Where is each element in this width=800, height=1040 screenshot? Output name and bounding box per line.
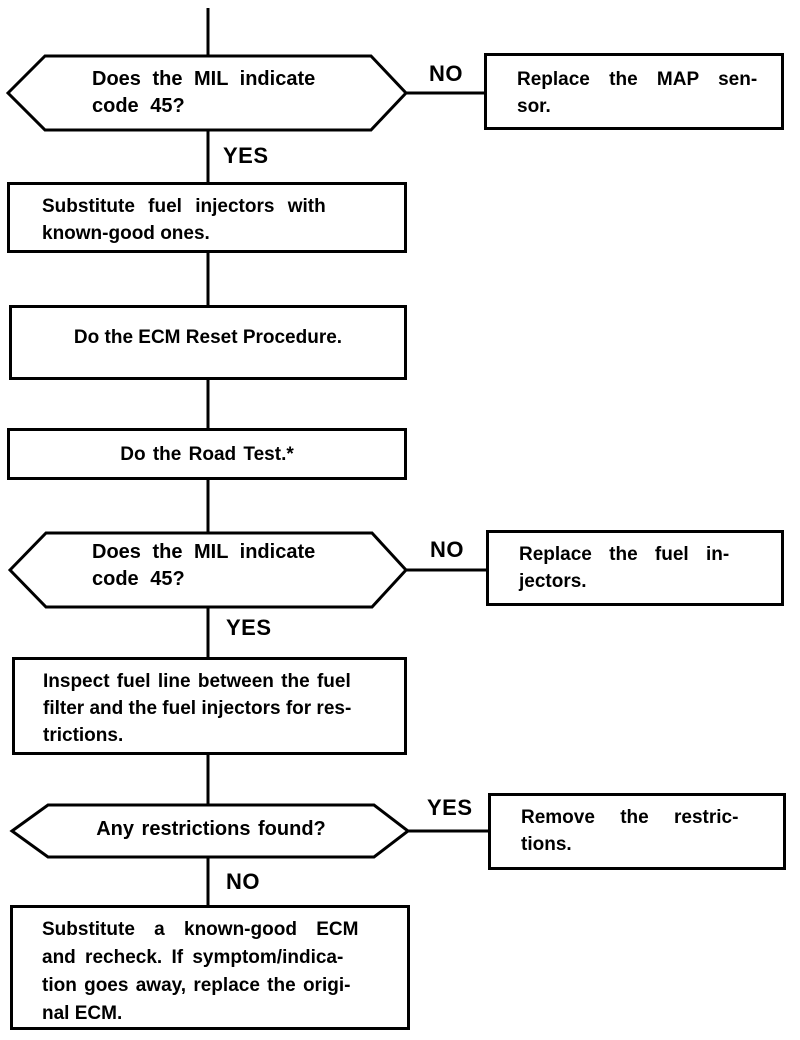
- text-line: tion goes away, replace the origi-: [42, 975, 351, 996]
- text-line: tions.: [521, 834, 572, 855]
- decision-1-hexagon: [5, 54, 409, 132]
- text-line: sor.: [517, 96, 551, 117]
- process-box-substitute-ecm: Substitute a known-good ECM and recheck.…: [10, 905, 410, 1030]
- text-line: known-good ones.: [42, 223, 210, 244]
- text-line: Replace the MAP sen-: [517, 69, 758, 90]
- text-line: code 45?: [92, 568, 185, 590]
- text-line: jectors.: [519, 571, 587, 592]
- text-line: Substitute fuel injectors with: [42, 196, 326, 217]
- text-line: Substitute a known-good ECM: [42, 919, 359, 940]
- decision-3-question: Any restrictions found?: [48, 816, 374, 843]
- text-line: Inspect fuel line between the fuel: [43, 671, 351, 692]
- action-box-replace-map-sensor: Replace the MAP sen- sor.: [484, 53, 784, 130]
- text-line: Do the Road Test.*: [120, 444, 294, 465]
- text-line: nal ECM.: [42, 1003, 123, 1024]
- decision-1-question: Does the MIL indicate code 45?: [92, 66, 362, 120]
- branch-label-yes: YES: [223, 143, 269, 168]
- decision-2-hexagon: [7, 531, 409, 609]
- text-line: Does the MIL indicate: [92, 68, 316, 90]
- action-box-remove-restrictions: Remove the restric- tions.: [488, 793, 786, 870]
- process-box-inspect-fuel-line: Inspect fuel line between the fuel filte…: [12, 657, 407, 755]
- branch-label-no: NO: [226, 869, 260, 894]
- branch-label-yes: YES: [427, 795, 473, 820]
- text-line: Any restrictions found?: [96, 818, 326, 840]
- process-box-substitute-injectors: Substitute fuel injectors with known-goo…: [7, 182, 407, 253]
- text-line: Do the ECM Reset Procedure.: [73, 327, 343, 348]
- branch-label-yes: YES: [226, 615, 272, 640]
- text-line: Remove the restric-: [521, 807, 739, 828]
- process-box-ecm-reset: Do the ECM Reset Procedure.: [9, 305, 407, 380]
- decision-3-hexagon: [9, 803, 411, 859]
- decision-2-question: Does the MIL indicate code 45?: [92, 539, 362, 593]
- text-line: filter and the fuel injectors for res-: [43, 698, 352, 719]
- text-line: and recheck. If symptom/indica-: [42, 947, 344, 968]
- process-box-road-test: Do the Road Test.*: [7, 428, 407, 480]
- text-line: code 45?: [92, 95, 185, 117]
- branch-label-no: NO: [429, 61, 463, 86]
- text-line: Does the MIL indicate: [92, 541, 316, 563]
- text-line: trictions.: [43, 725, 124, 746]
- branch-label-no: NO: [430, 537, 464, 562]
- action-box-replace-fuel-injectors: Replace the fuel in- jectors.: [486, 530, 784, 606]
- text-line: Replace the fuel in-: [519, 544, 730, 565]
